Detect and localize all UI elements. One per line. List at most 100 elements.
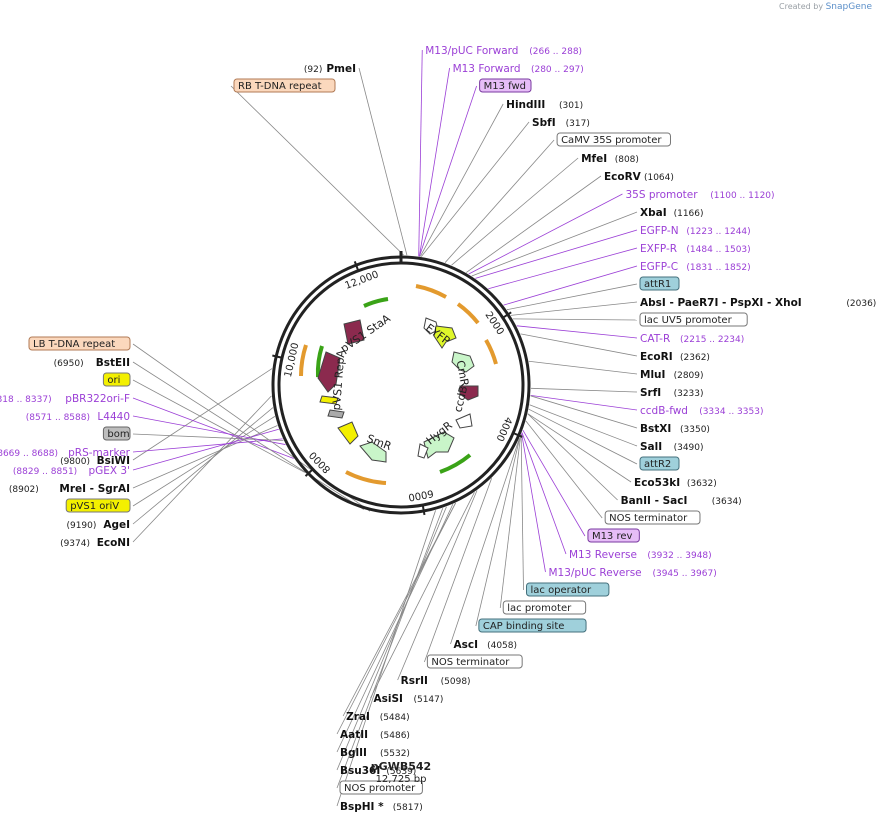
site-name: EcoNI [97,537,130,549]
label-attr2: attR2 [639,456,680,471]
site-name: BsiWI [97,455,130,467]
site-name: AsiSI [373,693,402,705]
position-label: (9800) [60,457,90,467]
position-label: (6950) [54,359,84,369]
site-name: HindIII [506,99,545,111]
label-cat-r: CAT-R(2215 .. 2234) [640,333,744,345]
label-rb-tdna: RB T-DNA repeat [233,78,336,93]
inner-feature-label: EYFP [423,321,452,347]
position-label: (9190) [66,521,96,531]
yellow-feature-2 [319,395,339,405]
position-label: (3350) [680,425,710,435]
leader-line [420,121,530,257]
label-egfp-c: EGFP-C(1831 .. 1852) [640,261,751,273]
leader-line [527,413,632,483]
feature-arcs [299,284,498,485]
label-box [65,498,131,513]
position-label: (5532) [380,749,410,759]
tick-mark [421,504,426,516]
leader-line [230,85,404,256]
label-attr1: attR1 [639,276,680,291]
white-feature-1 [423,317,439,335]
leader-line [444,139,555,263]
position-label: (8902) [9,485,39,495]
label-mrei-sgrai: MreI - SgrAI(8902) [9,483,130,495]
leader-line [475,437,521,627]
primer-name: pBR322ori-F [65,393,130,405]
feature-name: CAP binding site [483,621,565,632]
site-name: EcoRI [640,351,673,363]
label-m13-puc-fwd: M13/pUC Forward(266 .. 288) [425,45,582,57]
leader-line [525,420,603,519]
primer-name: M13 Forward [453,63,521,75]
tick-label: 2000 [482,310,505,337]
label-sbfi: SbfI(317) [532,117,590,129]
position-label: (5484) [380,713,410,723]
yellow-feature-1 [337,421,359,445]
leader-line [530,395,638,429]
primer-name: 35S promoter [625,189,698,201]
label-m13-fwd-box: M13 fwd [479,78,532,93]
backbone-outer [271,255,531,515]
position-label: (280 .. 297) [531,65,584,75]
label-m13-fwd: M13 Forward (280 .. 297) [453,63,584,75]
feature-glyphs [317,317,479,463]
leader-line [132,415,286,445]
label-hindiii: HindIII(301) [506,99,583,111]
feature-name: NOS terminator [431,657,510,668]
primer-name: CAT-R [640,333,670,345]
position-label: (9374) [60,539,90,549]
label-camv35s: CaMV 35S promoter [556,132,671,147]
label-box [233,78,336,93]
label-ccdb-fwd: ccdB-fwd(3334 .. 3353) [640,405,763,417]
label-bsphi: BspHI *(5817) [340,801,423,813]
label-exfp-r: EXFP-R(1484 .. 1503) [640,243,751,255]
label-lacuv5: lac UV5 promoter [639,312,748,327]
label-bsu36i: Bsu36I(5639) [340,765,416,777]
site-name: Eco53kI [634,477,680,489]
position-label: (1484 .. 1503) [686,245,750,255]
label-ecori: EcoRI (2362) [640,351,710,363]
position-label: (2362) [680,353,710,363]
tick-marks [272,251,523,516]
position-label: (5147) [413,695,443,705]
leader-line [516,325,638,339]
position-label: (8571 .. 8588) [26,413,90,423]
position-label: (3334 .. 3353) [699,407,763,417]
leader-line [520,434,524,591]
position-label: (1223 .. 1244) [686,227,750,237]
feature-name: attR1 [644,279,671,290]
green-arc-1 [439,453,472,474]
site-name: XbaI [640,207,667,219]
position-label: (1064) [644,173,674,183]
plasmid-name: pGWB542 [370,760,432,773]
label-aatii: AatII(5486) [340,729,410,741]
inner-feature-label: pVS1 RepA [330,349,348,411]
primer-name: pGEX 3' [88,465,130,477]
leader-line [527,413,618,501]
leader-line [132,395,272,543]
position-label: (5817) [393,803,423,813]
orange-arc-1 [415,284,447,299]
leader-line [419,67,450,257]
position-label: (4058) [487,641,517,651]
leader-line [358,67,408,256]
eyfp-arrow [433,325,457,349]
label-box [639,276,680,291]
leader-line [499,436,521,609]
primer-name: L4440 [97,411,130,423]
primer-name: M13/pUC Reverse [548,567,641,579]
label-box [639,312,748,327]
feature-name: RB T-DNA repeat [238,81,322,92]
label-box [478,618,587,633]
orange-arc-3 [484,338,498,365]
position-label: (317) [566,119,590,129]
ccdb-arrow [459,385,479,401]
label-mlui: MluI(2809) [640,369,704,381]
site-name: BanII - SacI [621,495,688,507]
leader-line [521,432,567,555]
leader-line [506,283,638,311]
position-label: (3945 .. 3967) [652,569,716,579]
